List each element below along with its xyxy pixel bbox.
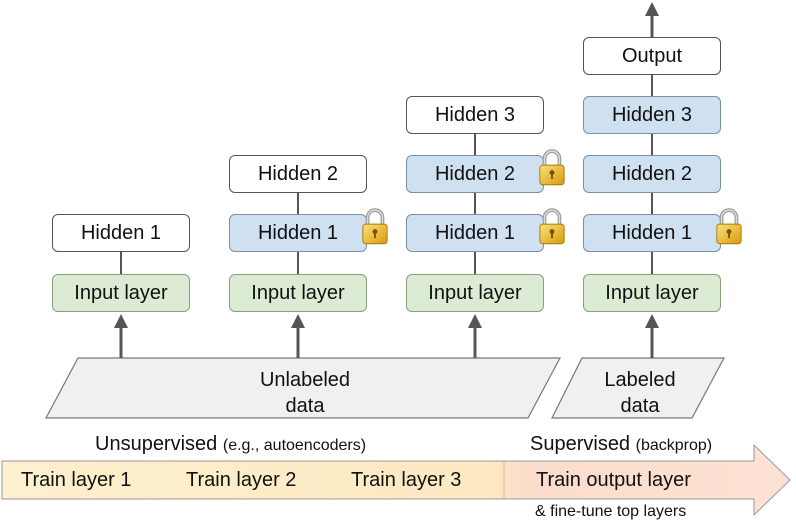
output-box-col-4: Output (583, 37, 721, 75)
step-train-layer-2: Train layer 2 (186, 469, 297, 491)
hidden-2-box-col-3: Hidden 2 (406, 155, 544, 193)
input-layer-label: Input layer (74, 281, 168, 304)
lock-icon (539, 149, 565, 186)
labeled-data-label: Labeled data (577, 367, 703, 419)
hidden-2-label: Hidden 2 (434, 162, 516, 185)
input-arrow-col-2 (291, 314, 305, 358)
hidden-3-box-col-3: Hidden 3 (406, 96, 544, 134)
lock-icon (716, 208, 742, 245)
unlabeled-data-shape (45, 357, 561, 419)
input-layer-box-col-3: Input layer (406, 274, 544, 312)
fine-tune-note: & fine-tune top layers (535, 503, 687, 520)
input-layer-box-col-2: Input layer (229, 274, 367, 312)
input-arrow-col-3 (468, 314, 482, 358)
input-layer-label: Input layer (428, 281, 522, 304)
input-layer-label: Input layer (251, 281, 345, 304)
hidden-3-label: Hidden 3 (611, 103, 693, 126)
step-train-output-layer: Train output layer (536, 469, 691, 491)
hidden-2-label: Hidden 2 (611, 162, 693, 185)
lock-icon (362, 208, 388, 245)
input-layer-box-col-1: Input layer (52, 274, 190, 312)
input-layer-box-col-4: Input layer (583, 274, 721, 312)
unsupervised-main: Unsupervised (95, 433, 218, 455)
output-arrow (645, 2, 659, 37)
unlabeled-line2: data (285, 395, 325, 417)
hidden-2-box-col-2: Hidden 2 (229, 155, 367, 193)
unsupervised-note: (e.g., autoencoders) (222, 437, 367, 454)
input-arrow-col-4 (645, 314, 659, 358)
supervised-phase-label: Supervised (backprop) (530, 433, 712, 456)
layer-connectors (114, 2, 659, 358)
unsupervised-phase-label: Unsupervised (e.g., autoencoders) (95, 433, 366, 456)
supervised-main: Supervised (530, 433, 631, 455)
training-timeline-arrow (1, 443, 791, 517)
step-train-layer-1: Train layer 1 (21, 469, 132, 491)
step-train-layer-3: Train layer 3 (351, 469, 462, 491)
labeled-data-shape (551, 357, 725, 419)
lock-icon (539, 208, 565, 245)
supervised-note: (backprop) (635, 437, 713, 454)
hidden-2-box-col-4: Hidden 2 (583, 155, 721, 193)
hidden-3-box-col-4: Hidden 3 (583, 96, 721, 134)
hidden-1-label: Hidden 1 (257, 221, 339, 244)
hidden-1-label: Hidden 1 (80, 221, 162, 244)
input-arrow-col-1 (114, 314, 128, 358)
hidden-3-label: Hidden 3 (434, 103, 516, 126)
labeled-line2: data (620, 395, 660, 417)
unlabeled-line1: Unlabeled (259, 369, 351, 391)
hidden-2-label: Hidden 2 (257, 162, 339, 185)
unlabeled-data-label: Unlabeled data (230, 367, 380, 419)
input-layer-label: Input layer (605, 281, 699, 304)
labeled-line1: Labeled (604, 369, 676, 391)
hidden-1-box-col-4: Hidden 1 (583, 214, 721, 252)
output-label: Output (621, 44, 683, 67)
hidden-1-box-col-2: Hidden 1 (229, 214, 367, 252)
hidden-1-box-col-1: Hidden 1 (52, 214, 190, 252)
hidden-1-label: Hidden 1 (611, 221, 693, 244)
hidden-1-label: Hidden 1 (434, 221, 516, 244)
hidden-1-box-col-3: Hidden 1 (406, 214, 544, 252)
